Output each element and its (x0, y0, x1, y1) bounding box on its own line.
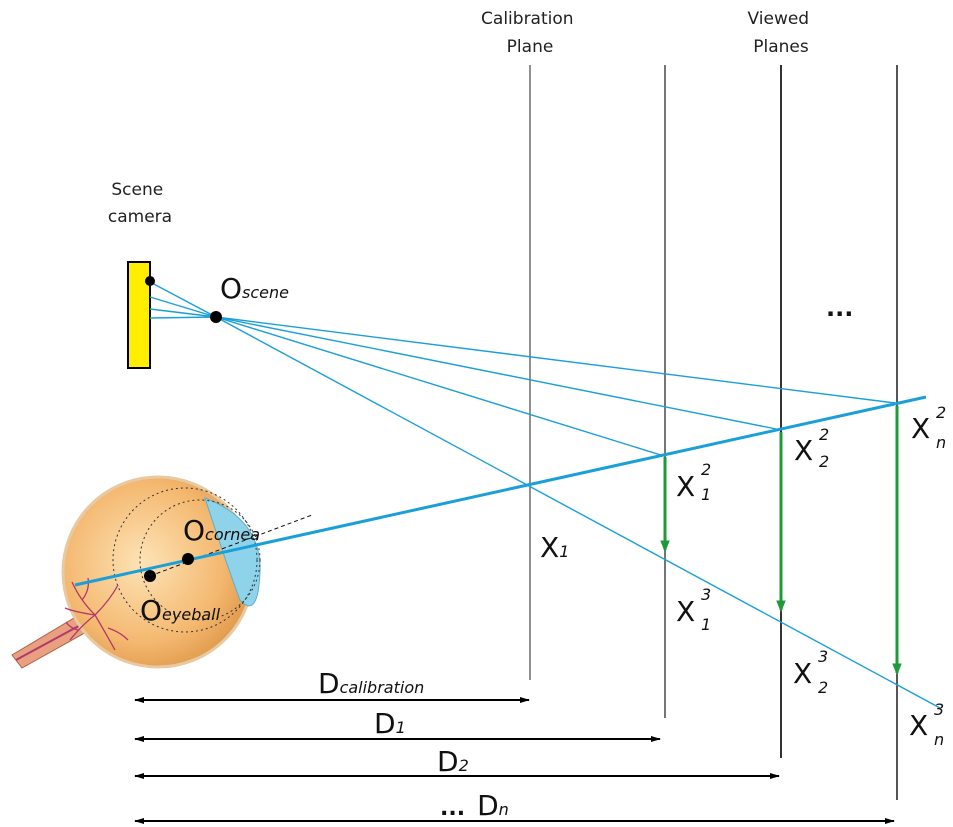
inner-dotted-circle (112, 487, 258, 633)
ray-to-x12 (215, 316, 665, 457)
d1-label: D1 (374, 707, 406, 740)
viewed-planes-label: Viewed Planes (748, 9, 815, 57)
svg-text:X: X (793, 657, 812, 690)
svg-text:2: 2 (818, 678, 828, 697)
o-scene-point (210, 311, 222, 323)
scene-camera-body (127, 261, 151, 369)
o-cornea-label: Ocornea (183, 514, 260, 547)
x2-2-label: X 2 2 (794, 425, 829, 471)
svg-text:X: X (676, 595, 695, 628)
eyeball-illustration (11, 475, 313, 669)
d2-label: D2 (437, 745, 469, 778)
svg-text:1: 1 (701, 615, 711, 634)
x1-label: X1 (540, 531, 569, 564)
svg-text:X: X (794, 434, 813, 467)
ray-to-xn2 (215, 316, 896, 404)
svg-text:X: X (909, 709, 928, 742)
d-calibration-label: Dcalibration (318, 667, 424, 700)
xn-2-label: X 2 n (911, 403, 946, 452)
svg-text:2: 2 (701, 460, 711, 479)
svg-text:3: 3 (701, 585, 711, 604)
svg-text:2: 2 (936, 403, 946, 422)
cornea-dotted-arc (139, 499, 261, 621)
x1-3-label: X 3 1 (676, 585, 711, 634)
optical-axis-dashed (149, 514, 313, 577)
o-eyeball-label: Oeyeball (140, 594, 221, 627)
eyeball-globe (61, 475, 255, 669)
calibration-plane-label: Calibration Plane (481, 9, 579, 57)
camera-point (145, 276, 155, 286)
svg-text:n: n (934, 730, 944, 749)
o-cornea-point (182, 553, 194, 565)
gaze-ray (74, 395, 927, 587)
scene-camera-label: Scene camera (108, 180, 172, 227)
retina-vessels-icon (64, 577, 129, 651)
cornea-shape (204, 497, 261, 607)
x2-3-label: X 3 2 (793, 647, 828, 697)
svg-text:3: 3 (818, 647, 828, 666)
ray-to-x13 (215, 316, 941, 709)
x1-2-label: X 2 1 (676, 460, 711, 504)
svg-text:X: X (676, 470, 695, 503)
svg-text:1: 1 (701, 485, 711, 504)
svg-text:n: n (936, 433, 946, 452)
o-eyeball-point (144, 570, 156, 582)
svg-text:X: X (911, 412, 930, 445)
xn-3-label: X 3 n (909, 700, 944, 749)
svg-text:2: 2 (819, 452, 829, 471)
scene-camera-rays (149, 281, 941, 709)
o-scene-label: Oscene (220, 272, 289, 305)
svg-text:2: 2 (819, 425, 829, 444)
svg-text:3: 3 (934, 700, 944, 719)
ray-to-x22 (215, 316, 782, 431)
ellipsis-top: ... (826, 294, 853, 322)
dn-label: ...Dn (440, 789, 509, 822)
